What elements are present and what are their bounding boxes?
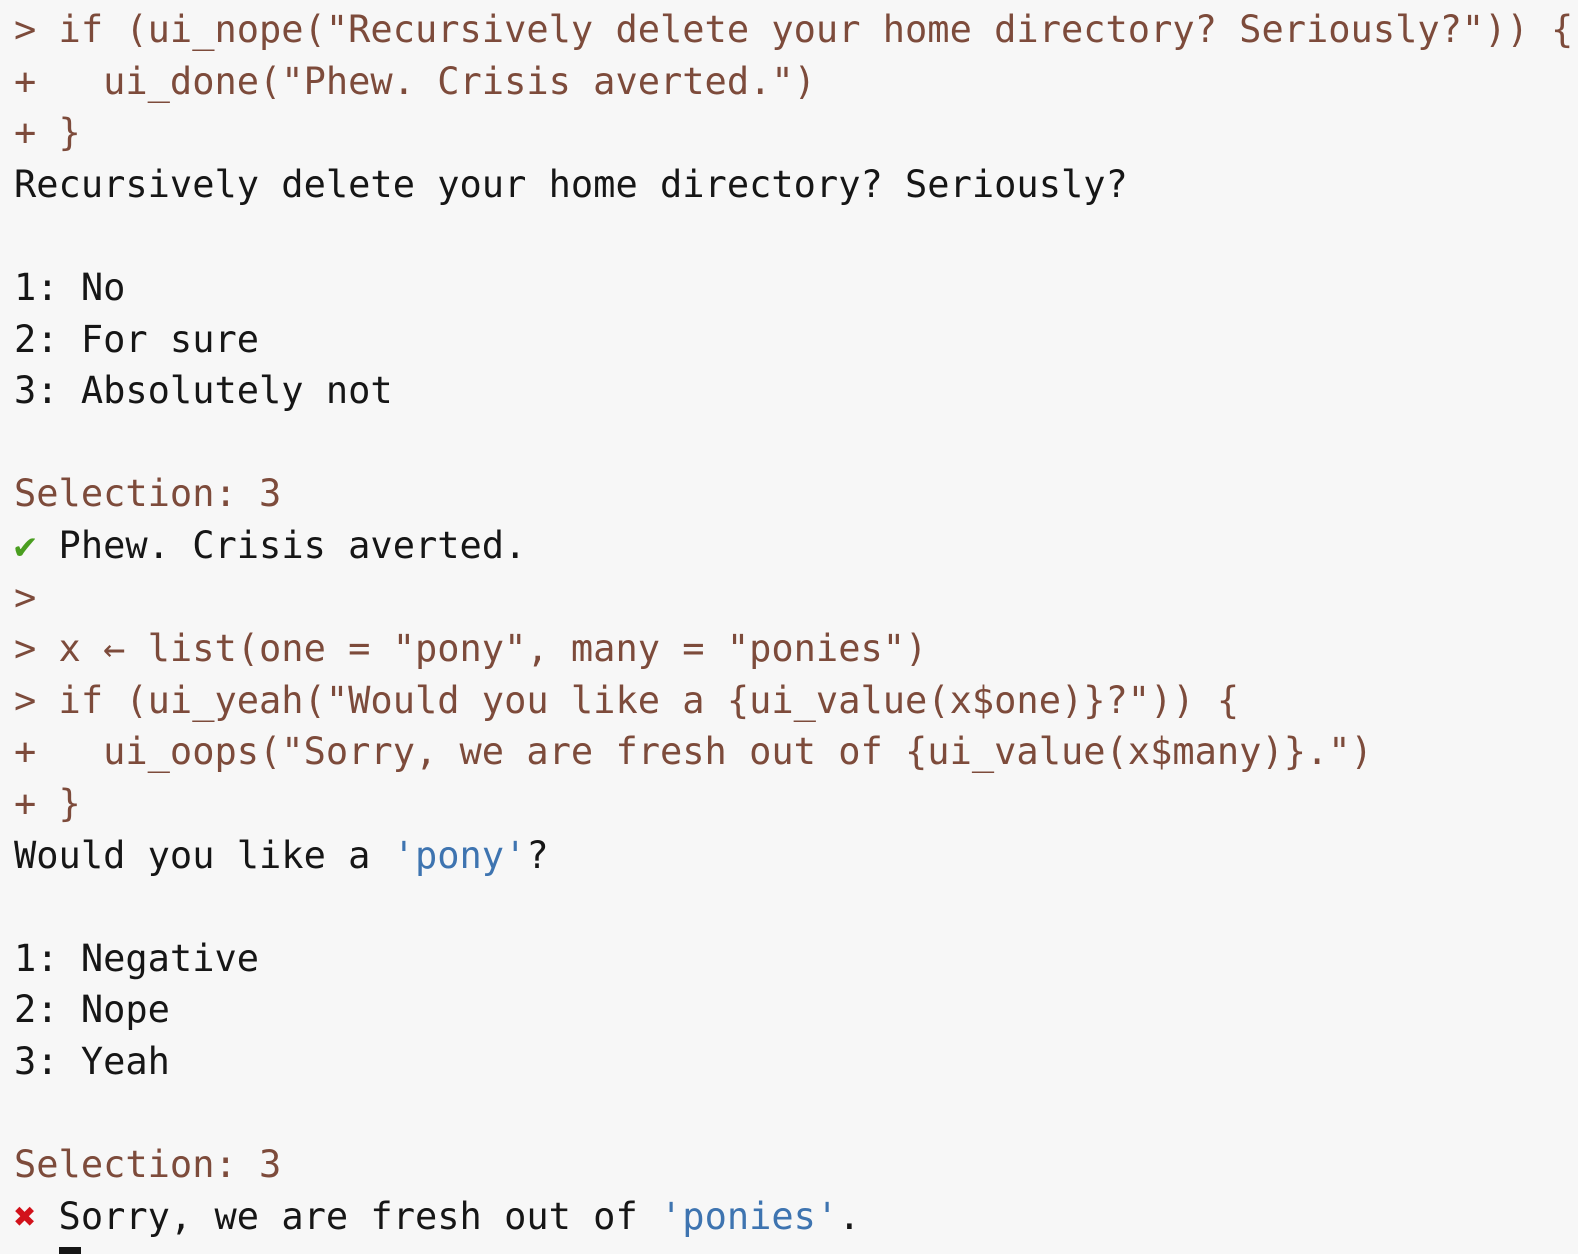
menu-option-3: 3: Absolutely not	[14, 365, 1578, 417]
console-line: + }	[14, 778, 1578, 830]
selection-line: Selection: 3	[14, 1139, 1578, 1191]
console-input-text: > x ← list(one = "pony", many = "ponies"…	[14, 627, 928, 671]
console-output-text: 2: For sure	[14, 317, 260, 361]
console-blank-line	[14, 210, 1578, 262]
console-input-text: + }	[14, 111, 81, 155]
error-message-line: ✖ Sorry, we are fresh out of 'ponies'.	[14, 1191, 1578, 1243]
error-message-text: .	[838, 1194, 861, 1238]
console-blank-line	[14, 881, 1578, 933]
console-output-text: 3: Yeah	[14, 1039, 170, 1083]
console-input-text: + ui_done("Phew. Crisis averted.")	[14, 59, 816, 103]
console-blank-line	[14, 417, 1578, 469]
console-input-text: + ui_oops("Sorry, we are fresh out of {u…	[14, 730, 1373, 774]
console-line: > if (ui_nope("Recursively delete your h…	[14, 4, 1578, 56]
menu-option-1: 1: Negative	[14, 933, 1578, 985]
menu-option-3: 3: Yeah	[14, 1036, 1578, 1088]
question-text: ?	[526, 833, 549, 877]
console-output-text: Recursively delete your home directory? …	[14, 162, 1128, 206]
selection-line: Selection: 3	[14, 468, 1578, 520]
console-input-text: > if (ui_nope("Recursively delete your h…	[14, 8, 1574, 51]
menu-option-2: 2: For sure	[14, 314, 1578, 366]
active-prompt-line[interactable]: >	[14, 1242, 1578, 1254]
success-check-icon: ✔	[14, 523, 37, 567]
success-message-line: ✔ Phew. Crisis averted.	[14, 520, 1578, 572]
console-line: Recursively delete your home directory? …	[14, 159, 1578, 211]
console-input-text: + }	[14, 781, 81, 825]
success-message-text: Phew. Crisis averted.	[36, 523, 527, 567]
selection-text: Selection: 3	[14, 472, 282, 516]
console-line: + ui_oops("Sorry, we are fresh out of {u…	[14, 726, 1578, 778]
console-output-text: 3: Absolutely not	[14, 369, 393, 413]
console-line: > x ← list(one = "pony", many = "ponies"…	[14, 623, 1578, 675]
menu-option-2: 2: Nope	[14, 984, 1578, 1036]
prompt-line: >	[14, 572, 1578, 624]
text-cursor	[58, 1247, 81, 1254]
console-output-text: 1: Negative	[14, 936, 260, 980]
console-output-text: 1: No	[14, 265, 126, 309]
question-line: Would you like a 'pony'?	[14, 830, 1578, 882]
error-cross-icon: ✖	[14, 1194, 37, 1238]
highlighted-value: 'pony'	[392, 833, 527, 877]
console-blank-line	[14, 1087, 1578, 1139]
console-line: > if (ui_yeah("Would you like a {ui_valu…	[14, 675, 1578, 727]
highlighted-value: 'ponies'	[660, 1194, 839, 1238]
question-text: Would you like a	[14, 833, 393, 877]
console-output-text: 2: Nope	[14, 988, 170, 1032]
prompt-text: >	[14, 575, 37, 619]
console-line: + ui_done("Phew. Crisis averted.")	[14, 56, 1578, 108]
menu-option-1: 1: No	[14, 262, 1578, 314]
console-input-text: > if (ui_yeah("Would you like a {ui_valu…	[14, 678, 1240, 722]
error-message-text: Sorry, we are fresh out of	[36, 1194, 661, 1238]
console-line: + }	[14, 107, 1578, 159]
prompt-text: >	[14, 1246, 59, 1254]
selection-text: Selection: 3	[14, 1143, 282, 1187]
